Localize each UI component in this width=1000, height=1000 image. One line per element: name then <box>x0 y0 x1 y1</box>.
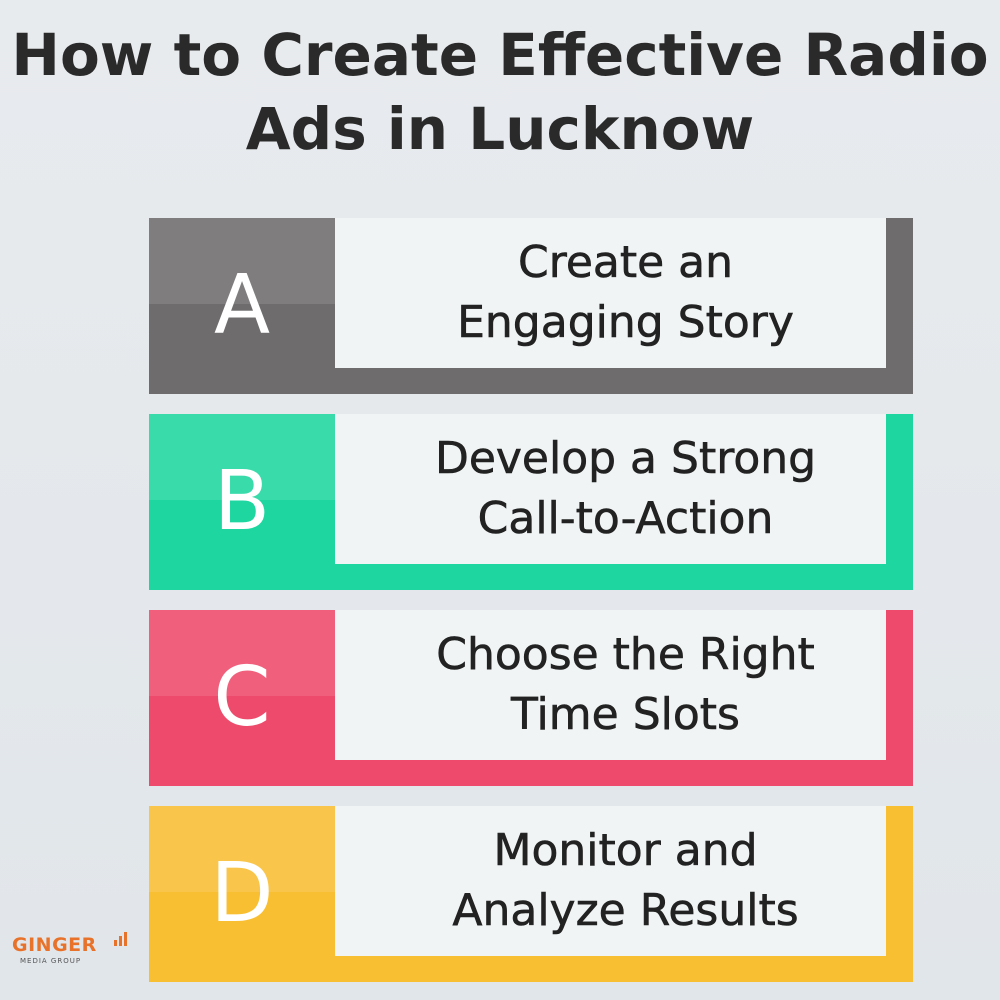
step-text-c: Choose the Right Time Slots <box>406 625 815 745</box>
ginger-logo: GINGER MEDIA GROUP <box>12 930 132 980</box>
step-card-c-highlight <box>149 610 335 696</box>
step-panel-b: Develop a Strong Call-to-Action <box>335 414 886 564</box>
step-card-b-highlight <box>149 414 335 500</box>
step-text-d: Monitor and Analyze Results <box>422 821 799 941</box>
step-panel-c: Choose the Right Time Slots <box>335 610 886 760</box>
logo-tagline: MEDIA GROUP <box>20 957 82 965</box>
page-title-line-1: How to Create Effective Radio <box>11 21 989 89</box>
step-text-a-line-2: Engaging Story <box>457 297 794 349</box>
step-card-d-highlight <box>149 806 335 892</box>
step-text-d-line-2: Analyze Results <box>452 885 799 937</box>
logo-brand-name: GINGER <box>12 934 97 956</box>
step-letter-a: A <box>213 258 271 353</box>
page-title-line-2: Ads in Lucknow <box>245 95 755 163</box>
step-text-b-line-1: Develop a Strong <box>434 433 817 485</box>
step-panel-a: Create an Engaging Story <box>335 218 886 368</box>
step-text-a-line-1: Create an <box>517 237 734 289</box>
step-card-d: D Monitor and Analyze Results <box>149 806 913 982</box>
step-text-c-line-1: Choose the Right <box>436 629 815 681</box>
page-title: How to Create Effective Radio Ads in Luc… <box>0 18 1000 166</box>
step-text-c-line-2: Time Slots <box>511 689 741 741</box>
step-text-d-line-1: Monitor and <box>493 825 758 877</box>
step-letter-c: C <box>213 650 271 745</box>
step-card-b: B Develop a Strong Call-to-Action <box>149 414 913 590</box>
step-panel-d: Monitor and Analyze Results <box>335 806 886 956</box>
step-letter-b: B <box>213 454 271 549</box>
step-letter-d: D <box>210 846 274 941</box>
step-card-c: C Choose the Right Time Slots <box>149 610 913 786</box>
step-text-b: Develop a Strong Call-to-Action <box>405 429 817 549</box>
signal-bars-icon <box>114 932 127 946</box>
step-text-a: Create an Engaging Story <box>427 233 794 353</box>
step-card-a: A Create an Engaging Story <box>149 218 913 394</box>
step-text-b-line-2: Call-to-Action <box>477 493 774 545</box>
step-card-a-highlight <box>149 218 335 304</box>
